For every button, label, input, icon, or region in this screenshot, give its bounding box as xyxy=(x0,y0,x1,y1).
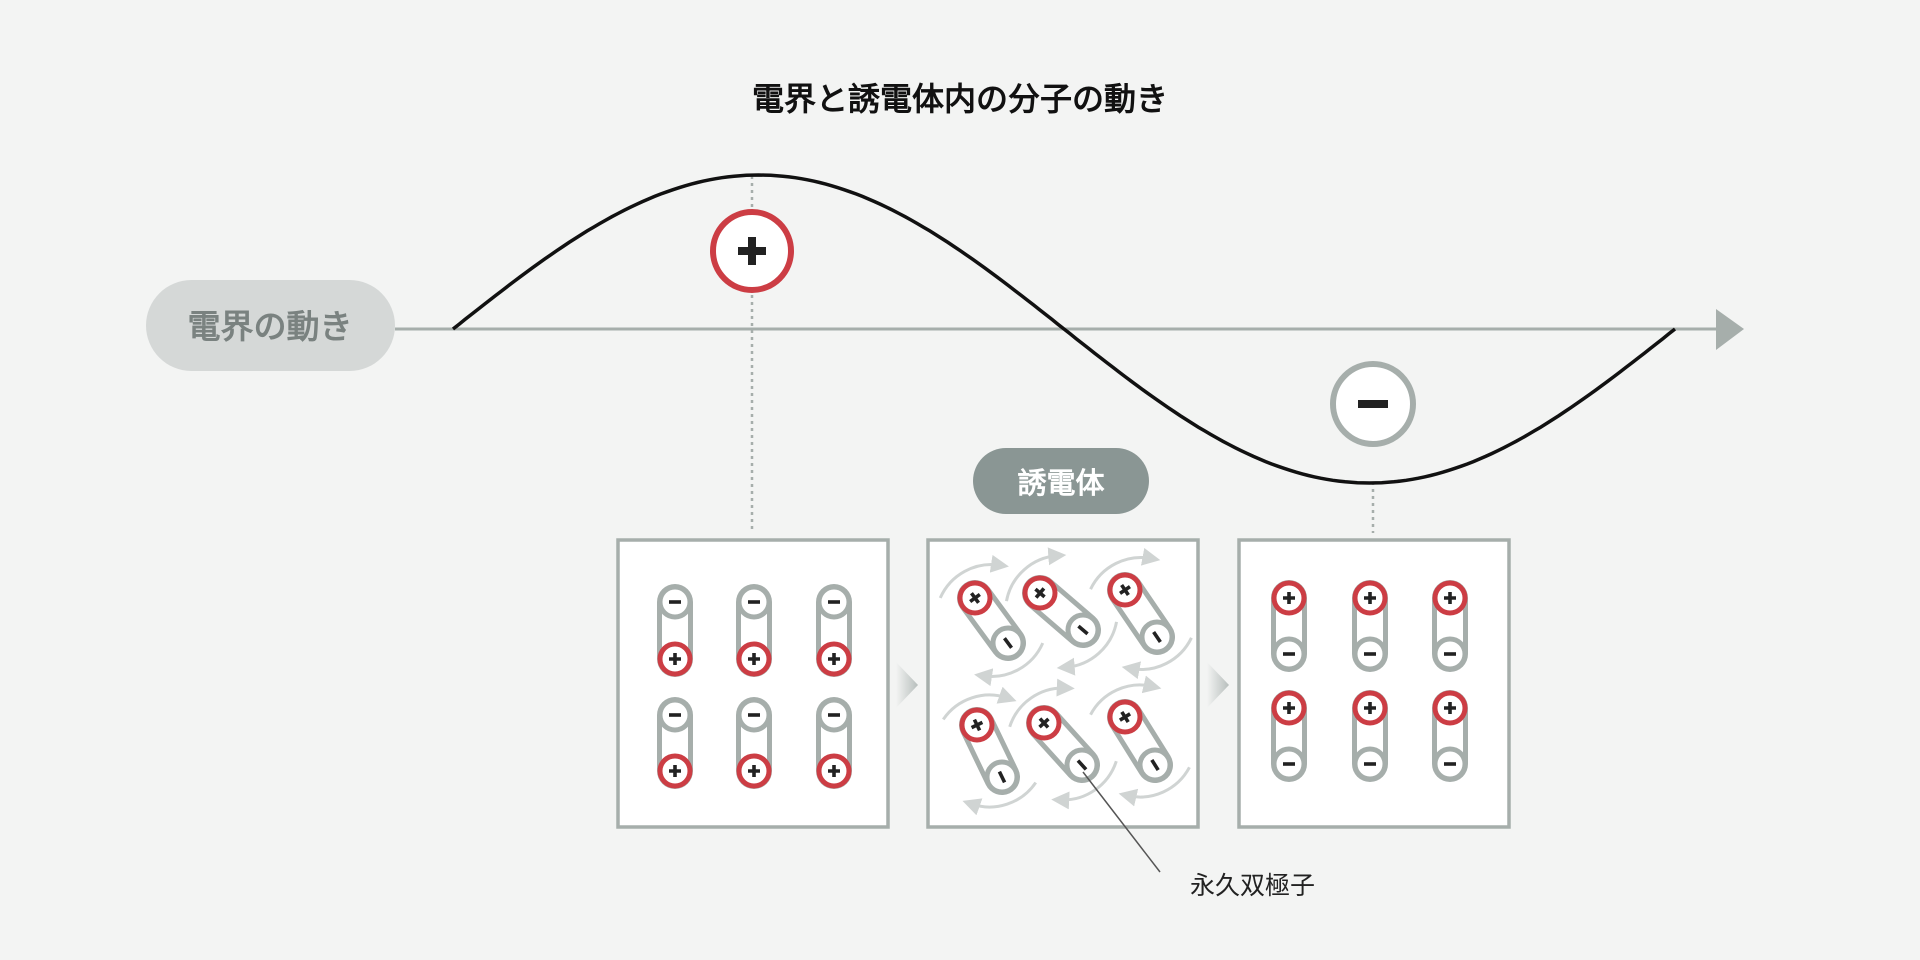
plus-icon xyxy=(748,653,760,665)
plus-icon xyxy=(748,765,760,777)
dipole xyxy=(942,686,1037,816)
rotation-arrow-icon xyxy=(1121,637,1193,680)
dipole xyxy=(657,697,693,789)
dipole xyxy=(816,697,852,789)
rotation-arrow-icon xyxy=(1005,547,1067,602)
dipole xyxy=(736,697,772,789)
rotation-arrow-icon xyxy=(938,554,1009,599)
dipole xyxy=(1352,580,1388,672)
plus-icon xyxy=(1034,587,1046,599)
plus-icon xyxy=(669,653,681,665)
negative-field-marker xyxy=(1330,361,1416,447)
chevron-right-icon xyxy=(896,662,918,708)
dipole-label: 永久双極子 xyxy=(1190,871,1315,900)
minus-icon xyxy=(1003,637,1013,649)
rotation-arrow-icon xyxy=(962,781,1037,816)
dipole xyxy=(938,554,1045,687)
dipole xyxy=(736,584,772,677)
minus-icon xyxy=(1152,631,1162,643)
plus-icon xyxy=(1119,584,1131,596)
plus-icon xyxy=(1283,702,1295,714)
chevron-right-icon xyxy=(1207,662,1229,708)
rotation-arrow-icon xyxy=(1008,678,1075,728)
minus-icon xyxy=(1077,624,1089,636)
rotation-arrow-icon xyxy=(1089,675,1162,716)
dipoles xyxy=(657,547,1468,816)
plus-icon xyxy=(1364,702,1376,714)
plus-icon xyxy=(669,765,681,777)
rotation-arrow-icon xyxy=(1051,760,1118,810)
minus-icon xyxy=(1150,758,1160,772)
dipole xyxy=(657,584,693,677)
dipole xyxy=(1008,678,1118,810)
rotation-arrow-icon xyxy=(1118,766,1191,807)
plus-icon xyxy=(738,237,766,265)
dielectric-label: 誘電体 xyxy=(1017,466,1105,500)
plus-icon xyxy=(970,718,984,732)
dipole xyxy=(1432,690,1468,782)
diagram-title: 電界と誘電体内の分子の動き xyxy=(752,80,1168,118)
dielectric-pill: 誘電体 xyxy=(973,448,1149,514)
plus-icon xyxy=(1283,592,1295,604)
dipole xyxy=(1271,580,1307,672)
plus-icon xyxy=(1118,710,1132,724)
dipole xyxy=(1089,547,1193,680)
plus-icon xyxy=(969,592,981,604)
plus-icon xyxy=(828,765,840,777)
plus-icon xyxy=(1364,592,1376,604)
rotation-arrow-icon xyxy=(1056,621,1118,676)
dipole-leader-line xyxy=(1082,771,1161,873)
dipole xyxy=(1271,690,1307,782)
minus-icon xyxy=(997,770,1007,784)
positive-field-marker xyxy=(710,209,794,293)
field-label-pill: 電界の動き xyxy=(146,280,395,371)
dipole xyxy=(1005,547,1118,676)
plus-icon xyxy=(1038,717,1050,729)
field-label: 電界の動き xyxy=(188,307,353,346)
electric-field-wave xyxy=(451,173,1677,485)
rotation-arrow-icon xyxy=(974,642,1045,687)
plus-icon xyxy=(1444,592,1456,604)
field-axis xyxy=(395,309,1744,350)
plus-icon xyxy=(1444,702,1456,714)
axis-arrow-icon xyxy=(1716,309,1744,350)
dipole xyxy=(1352,690,1388,782)
minus-icon xyxy=(1076,759,1088,771)
dipole xyxy=(1089,675,1191,807)
dipole xyxy=(1432,580,1468,672)
rotation-arrow-icon xyxy=(942,686,1017,721)
dipole xyxy=(816,584,852,677)
rotation-arrow-icon xyxy=(1089,547,1161,590)
plus-icon xyxy=(828,653,840,665)
